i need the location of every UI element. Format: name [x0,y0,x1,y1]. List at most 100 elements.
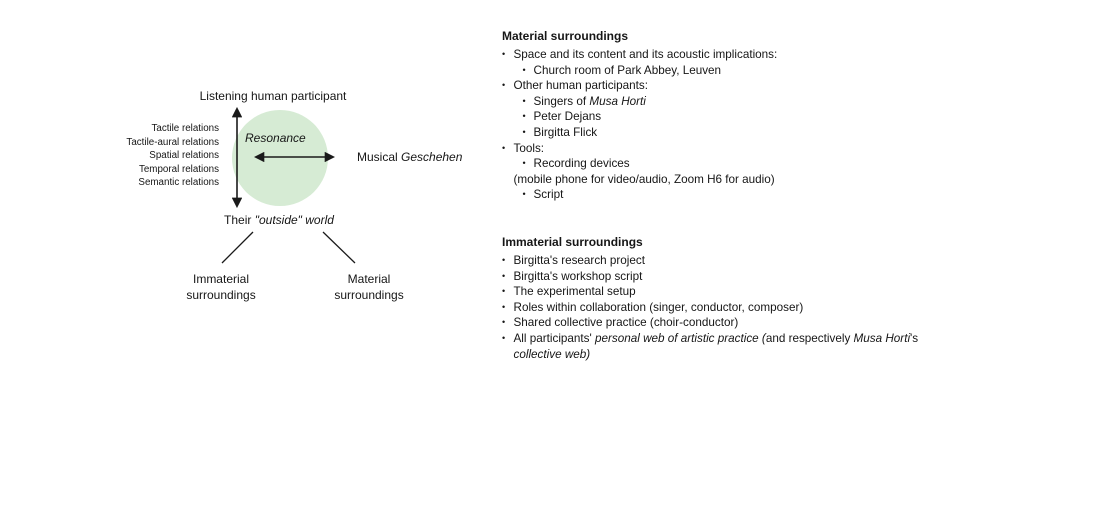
text-segment: Geschehen [401,150,463,164]
bullet-icon: • [522,111,526,122]
list-item: • Church room of Park Abbey, Leuven [502,63,972,79]
list-item: • Tools: [502,141,972,157]
text-segment: Other human participants: [513,79,648,93]
material-surroundings-title: Material surroundings [502,29,629,43]
resonance-label: Resonance [245,131,306,145]
bullet-icon: • [502,270,506,281]
text-segment: Shared collective practice (choir-conduc… [513,316,739,330]
text-segment: "outside" world [254,213,334,227]
text-segment: Birgitta's workshop script [513,269,643,283]
bullet-icon: • [502,142,506,153]
list-item: • Recording devices [502,156,972,172]
bullet-icon: • [502,317,506,328]
immaterial-surroundings-block: Immaterial surroundings • Birgitta's rese… [502,235,972,362]
branch-line-right [322,231,356,264]
list-item-text: (mobile phone for video/audio, Zoom H6 f… [514,173,775,186]
text-segment: collective web) [513,347,591,361]
bullet-icon: • [502,301,506,312]
bullet-icon: • [522,95,526,106]
list-item: • Birgitta's research project [502,253,972,269]
text-segment: Singers of [533,94,590,108]
bullet-icon: • [502,255,506,266]
list-item-text: Birgitta's research project [514,254,646,267]
resonance-circle [232,110,328,206]
relation-label: Temporal relations [138,163,219,175]
list-item-text: collective web) [514,348,591,361]
material-surroundings-list: • Space and its content and its acoustic … [502,47,972,203]
text-segment: Musical [357,150,402,164]
relation-label: Semantic relations [138,177,219,188]
list-item-text: Church room of Park Abbey, Leuven [534,64,722,77]
text-segment: Recording devices [533,157,630,171]
immaterial-surroundings-list: • Birgitta's research project • Birgitta's … [502,253,972,362]
branch-line-left [221,231,254,264]
resonance-diagram [221,106,356,264]
text-segment: Script [533,188,564,202]
text-segment: Their [224,213,255,227]
text-segment: Musa Horti [853,332,911,346]
text-segment: All participants' [513,332,595,346]
bullet-icon: • [502,49,506,60]
list-item: • Singers of Musa Horti [502,94,972,110]
list-item-text: Shared collective practice (choir-conduc… [514,316,739,329]
list-item-text: Script [534,188,564,201]
text-segment: Birgitta Flick [533,126,598,140]
list-item: • Other human participants: [502,78,972,94]
bullet-icon: • [522,64,526,75]
material-branch-line1: Material [347,272,391,286]
list-item-text: All participants' personal web of artist… [514,332,919,345]
immaterial-surroundings-title: Immaterial surroundings [502,235,643,249]
text-segment: Tools: [513,141,545,155]
text-segment: 's [910,332,919,346]
bullet-icon: • [522,189,526,200]
relation-label: Spatial relations [149,150,219,161]
list-item: • Peter Dejans [502,109,972,125]
list-item-text: The experimental setup [514,285,636,298]
text-segment: Space and its content and its acoustic i… [513,48,778,62]
material-branch-line2: surroundings [334,287,404,302]
list-item: • All participants' personal web of artis… [502,331,972,347]
relation-label: Tactile relations [151,123,219,134]
text-segment: (mobile phone for video/audio, Zoom H6 f… [513,172,775,186]
material-branch-label: Material surroundings [299,272,439,303]
relation-label: Tactile-aural relations [126,136,219,148]
list-item-text: Birgitta Flick [534,126,598,139]
list-item: (mobile phone for video/audio, Zoom H6 f… [502,172,972,188]
list-item: • Shared collective practice (choir-condu… [502,315,972,331]
text-segment: Musa Horti [589,94,646,108]
text-segment: Church room of Park Abbey, Leuven [533,63,722,77]
list-item: • The experimental setup [502,284,972,300]
list-item: • Birgitta Flick [502,125,972,141]
bullet-icon: • [522,158,526,169]
bullet-icon: • [522,127,526,138]
text-segment: personal web of artistic practice ( [594,332,766,346]
immaterial-branch-line2: surroundings [186,287,256,302]
list-item: • Script [502,187,972,203]
list-item-text: Space and its content and its acoustic i… [514,48,778,61]
list-item-text: Roles within collaboration (singer, cond… [514,301,804,314]
list-item-text: Singers of Musa Horti [534,95,646,108]
bullet-icon: • [502,333,506,344]
bullet-icon: • [502,286,506,297]
immaterial-branch-line1: Immaterial [192,272,249,286]
list-item-text: Other human participants: [514,79,648,92]
musical-geschehen-label: Musical Geschehen [357,150,462,164]
material-surroundings-block: Material surroundings • Space and its con… [502,29,972,203]
text-segment: The experimental setup [513,285,636,299]
listening-participant-label: Listening human participant [199,89,347,103]
text-segment: Peter Dejans [533,110,602,124]
list-item-text: Tools: [514,142,545,155]
outside-world-label: Their "outside" world [179,213,379,227]
list-item-text: Recording devices [534,157,630,170]
text-segment: Roles within collaboration (singer, cond… [513,300,804,314]
bullet-icon: • [502,80,506,91]
text-segment: Birgitta's research project [513,254,646,268]
text-segment: and respectively [765,332,854,346]
list-item: collective web) [502,347,972,363]
list-item: • Roles within collaboration (singer, con… [502,300,972,316]
list-item-text: Birgitta's workshop script [514,270,643,283]
list-item: • Birgitta's workshop script [502,269,972,285]
list-item: • Space and its content and its acoustic … [502,47,972,63]
